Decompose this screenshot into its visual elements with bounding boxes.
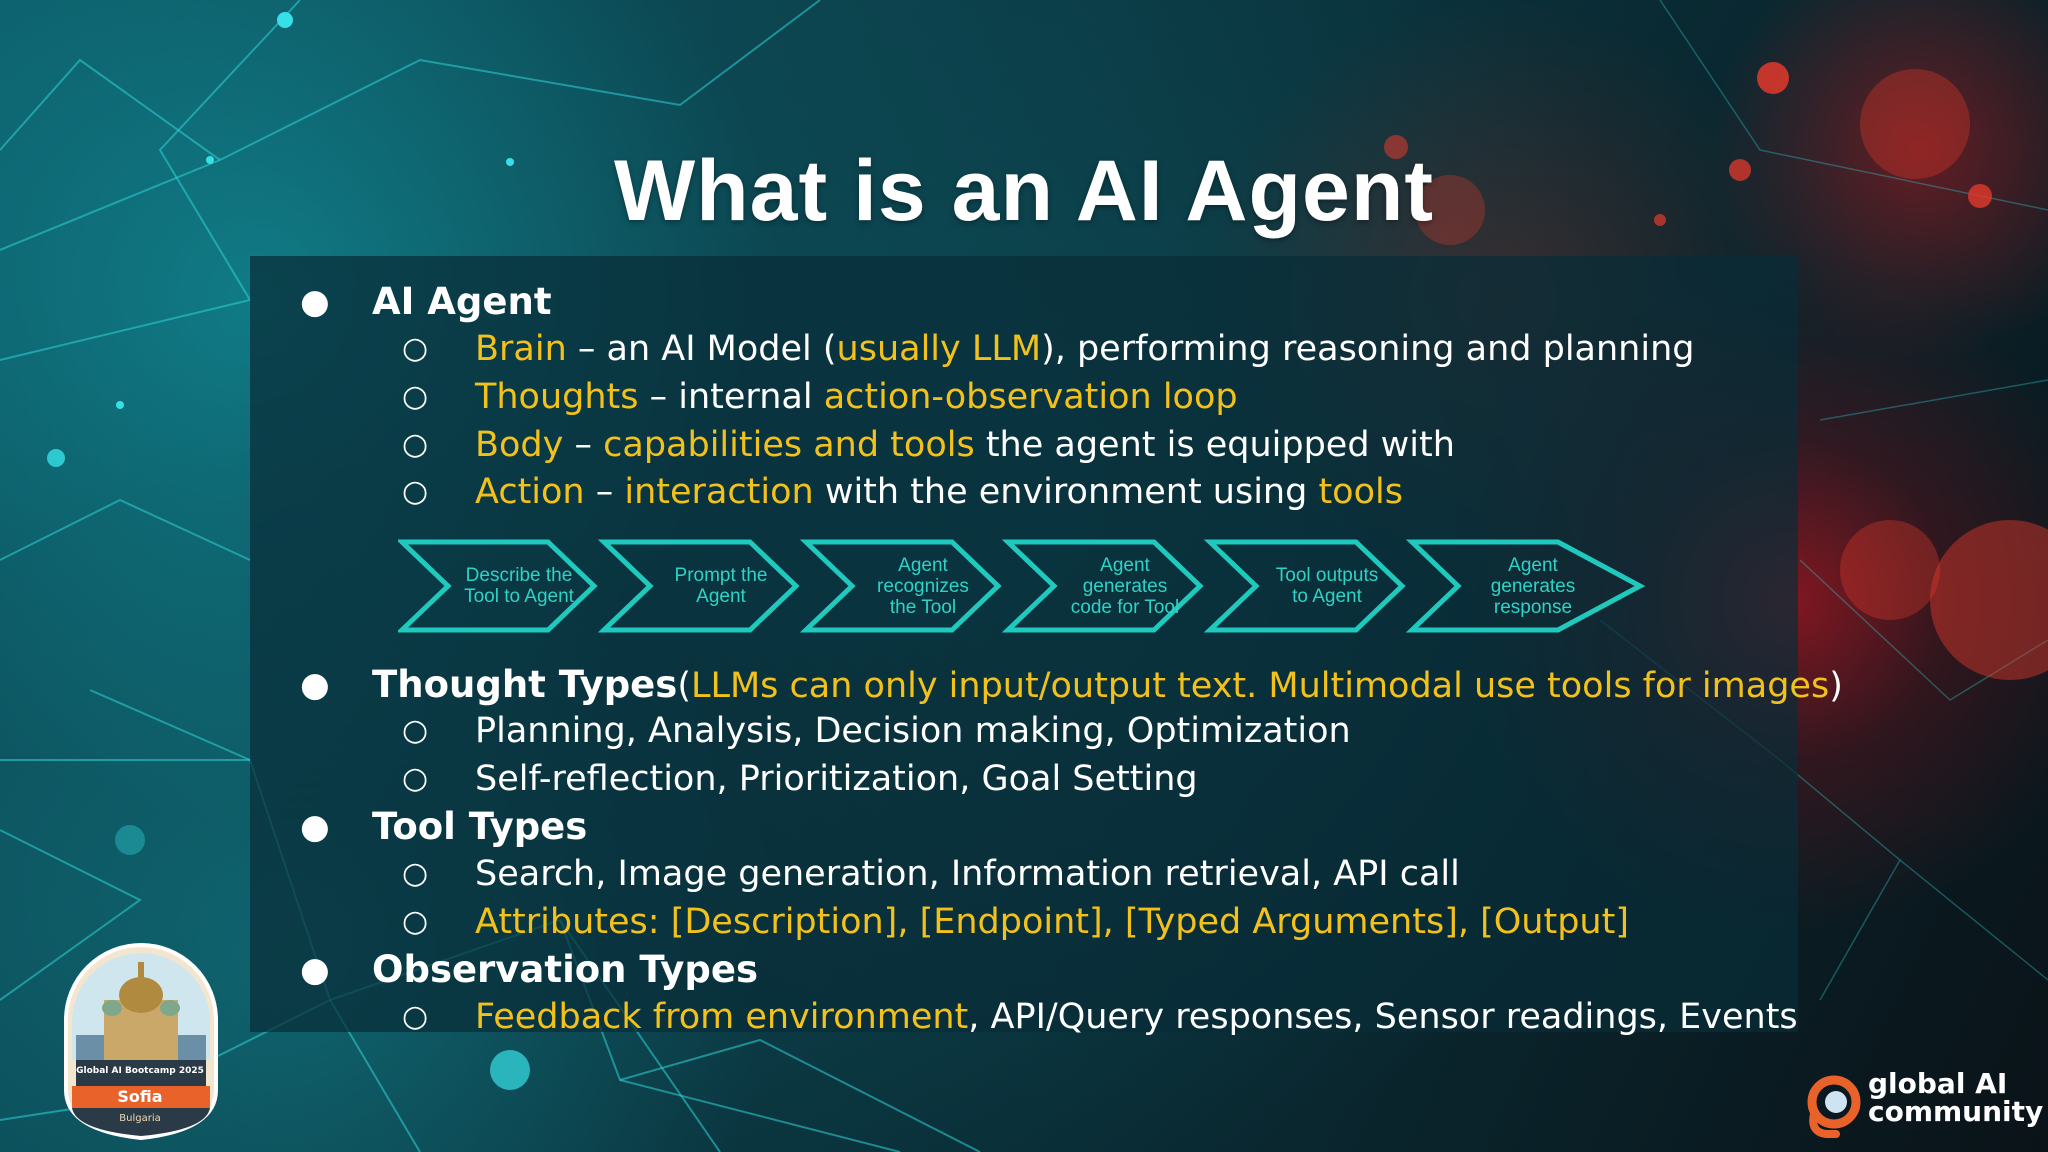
term-action-observation-loop: action-observation loop — [823, 377, 1238, 417]
text-fragment: ( — [677, 666, 691, 706]
term-feedback-from-environment: Feedback from environment — [475, 997, 969, 1037]
flow-chevron — [597, 539, 800, 633]
list-item-tool-attributes: Attributes: [Description], [Endpoint], [… — [475, 902, 1629, 942]
text-fragment: – — [563, 425, 604, 465]
list-item-observation-types: Feedback from environment, API/Query res… — [475, 994, 1798, 1040]
list-item-body: Body – capabilities and tools the agent … — [475, 422, 1455, 468]
list-item-tool-types-1: Search, Image generation, Information re… — [475, 854, 1460, 894]
term-action: Action — [475, 472, 585, 512]
content-panel — [250, 256, 1798, 1032]
circle-bullet-icon: ○ — [402, 904, 429, 939]
bullet-icon: ● — [300, 950, 330, 990]
badge-city: Sofia — [117, 1087, 163, 1106]
text-fragment: ) — [1829, 666, 1843, 706]
circle-bullet-icon: ○ — [402, 331, 429, 366]
circle-bullet-icon: ○ — [402, 379, 429, 414]
list-item-thought-types-1: Planning, Analysis, Decision making, Opt… — [475, 711, 1351, 751]
term-usually-llm: usually LLM — [836, 329, 1042, 369]
flow-step-1: Describe the Tool to Agent — [464, 565, 574, 607]
flow-step-6: Agent generates response — [1490, 554, 1576, 618]
text-fragment: – an AI Model ( — [566, 329, 837, 369]
list-item-action: Action – interaction with the environmen… — [475, 469, 1403, 515]
list-item-thoughts: Thoughts – internal action-observation l… — [475, 374, 1238, 420]
section-heading-observation-types: Observation Types — [372, 948, 758, 991]
flow-chevron — [1405, 539, 1646, 633]
global-ai-community-logo-icon — [1807, 1075, 1861, 1138]
text-fragment: – — [584, 472, 625, 512]
text-fragment: with the environment using — [813, 472, 1319, 512]
section-heading-tool-types: Tool Types — [372, 805, 588, 848]
bullet-icon: ● — [300, 807, 330, 847]
term-brain: Brain — [475, 329, 567, 369]
text-fragment: the agent is equipped with — [974, 425, 1455, 465]
text-fragment: – internal — [638, 377, 824, 417]
circle-bullet-icon: ○ — [402, 856, 429, 891]
bullet-icon: ● — [300, 665, 330, 705]
term-thoughts: Thoughts — [475, 377, 639, 417]
flow-chevron — [1001, 539, 1204, 633]
circle-bullet-icon: ○ — [402, 713, 429, 748]
circle-bullet-icon: ○ — [402, 761, 429, 796]
term-tools: tools — [1318, 472, 1403, 512]
flow-step-3: Agent recognizes the Tool — [877, 554, 969, 618]
heading-text: Thought Types — [372, 663, 678, 706]
note-llm-text-only: LLMs can only input/output text. Multimo… — [690, 666, 1830, 706]
text-fragment: ), performing reasoning and planning — [1041, 329, 1695, 369]
section-heading-ai-agent: AI Agent — [372, 280, 552, 323]
flow-step-5: Tool outputs to Agent — [1275, 565, 1379, 607]
slide-title: What is an AI Agent — [613, 143, 1435, 239]
global-ai-community-logo-text: global AI community — [1868, 1070, 2048, 1126]
list-item-thought-types-2: Self-reflection, Prioritization, Goal Se… — [475, 759, 1198, 799]
agent-flow-diagram — [398, 539, 1646, 633]
bullet-icon: ● — [300, 282, 330, 322]
list-item-brain: Brain – an AI Model (usually LLM), perfo… — [475, 326, 1695, 372]
circle-bullet-icon: ○ — [402, 427, 429, 462]
logo-line-1: global AI — [1868, 1067, 2008, 1100]
badge-event-name: Global AI Bootcamp 2025 — [76, 1066, 204, 1076]
badge-country: Bulgaria — [119, 1113, 161, 1124]
term-body: Body — [475, 425, 564, 465]
logo-line-2: community — [1868, 1095, 2044, 1128]
flow-chevron — [398, 539, 598, 633]
flow-step-4: Agent generates code for Tool — [1070, 554, 1180, 618]
bootcamp-sofia-badge — [64, 943, 218, 1140]
circle-bullet-icon: ○ — [402, 474, 429, 509]
heading-note: (LLMs can only input/output text. Multim… — [677, 666, 1843, 706]
circle-bullet-icon: ○ — [402, 999, 429, 1034]
term-capabilities-and-tools: capabilities and tools — [603, 425, 975, 465]
flow-chevron — [1203, 539, 1406, 633]
section-heading-thought-types: Thought Types(LLMs can only input/output… — [372, 662, 1843, 709]
flow-chevron — [799, 539, 1002, 633]
text-fragment: , API/Query responses, Sensor readings, … — [968, 997, 1798, 1037]
flow-step-2: Prompt the Agent — [674, 565, 768, 607]
term-interaction: interaction — [624, 472, 814, 512]
